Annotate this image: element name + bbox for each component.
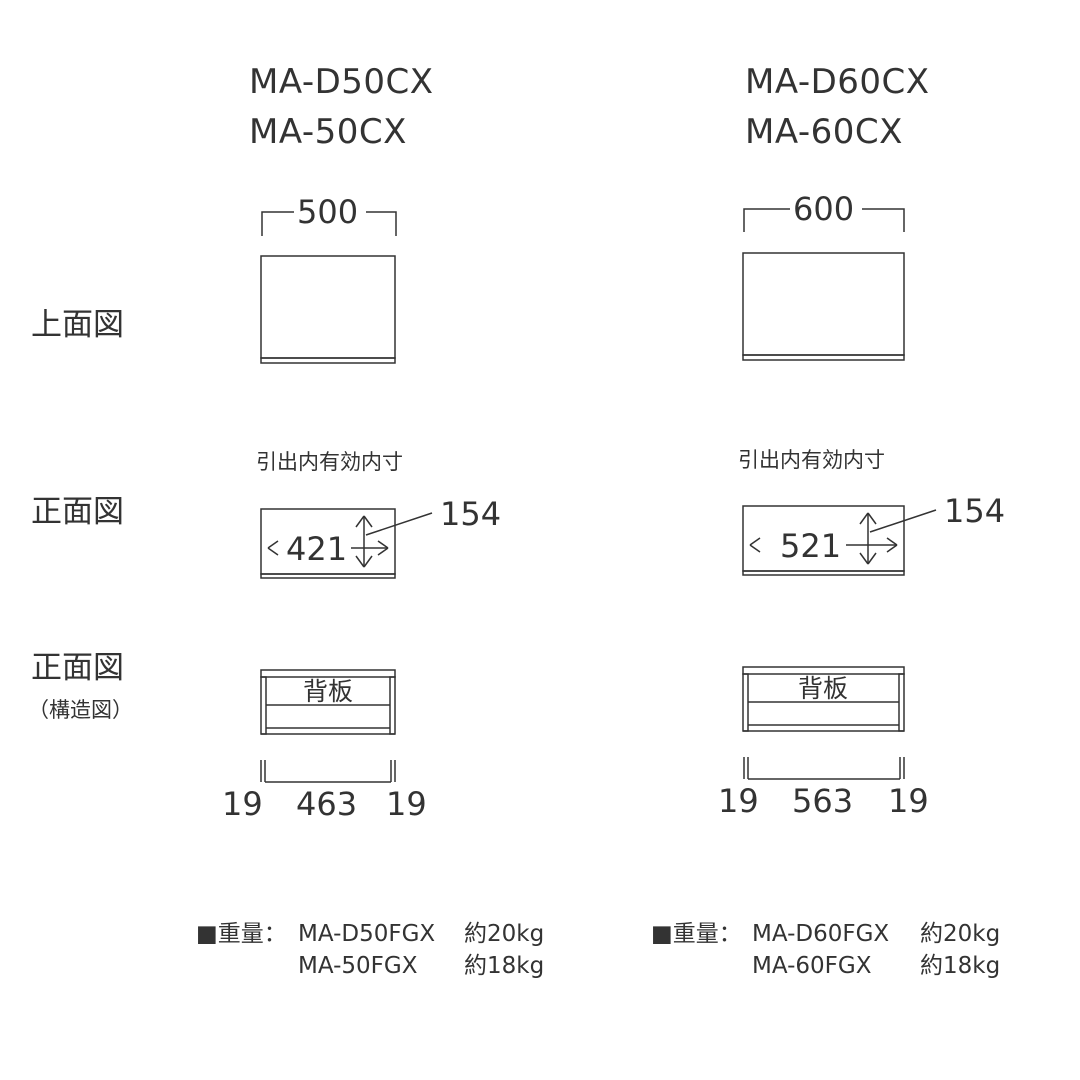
structure-drawing-right (742, 666, 905, 780)
top-view-drawing-left (260, 211, 397, 364)
drawer-note-right: 引出内有効内寸 (738, 448, 885, 472)
model-name-right-1: MA-D60CX (745, 62, 930, 102)
weight-label-right: ■重量： (651, 921, 742, 947)
model-name-left-2: MA-50CX (249, 112, 407, 152)
front-view-label: 正面図 (31, 494, 124, 530)
weight-value-left-1: 約20kg (464, 921, 545, 947)
top-view-label: 上面図 (31, 307, 124, 343)
side-left-left: 19 (222, 785, 263, 823)
weight-model-right-2: MA-60FGX (752, 953, 872, 979)
structure-view-sublabel: （構造図） (28, 698, 133, 722)
inner-span-right: 563 (792, 782, 854, 820)
drawer-note-left: 引出内有効内寸 (256, 450, 403, 474)
weight-model-left-1: MA-D50FGX (298, 921, 436, 947)
weight-label-left: ■重量： (196, 921, 287, 947)
inner-height-left: 154 (440, 495, 502, 533)
weight-model-left-2: MA-50FGX (298, 953, 418, 979)
weight-model-right-1: MA-D60FGX (752, 921, 890, 947)
weight-value-right-1: 約20kg (920, 921, 1001, 947)
inner-width-right: 521 (780, 527, 842, 565)
side-right-left: 19 (386, 785, 427, 823)
weight-value-right-2: 約18kg (920, 953, 1001, 979)
inner-width-left: 421 (286, 530, 348, 568)
inner-span-left: 463 (296, 785, 358, 823)
top-width-left: 500 (297, 193, 359, 231)
inner-height-right: 154 (944, 492, 1006, 530)
side-right-right: 19 (888, 782, 929, 820)
top-view-drawing-right (742, 208, 905, 361)
weight-value-left-2: 約18kg (464, 953, 545, 979)
front-view-drawing-left (260, 508, 433, 579)
side-left-right: 19 (718, 782, 759, 820)
back-panel-left: 背板 (303, 677, 354, 706)
back-panel-right: 背板 (798, 674, 849, 703)
structure-view-label: 正面図 (31, 650, 124, 686)
model-name-right-2: MA-60CX (745, 112, 903, 152)
structure-drawing-left (260, 669, 396, 783)
top-width-right: 600 (793, 190, 855, 228)
model-name-left-1: MA-D50CX (249, 62, 434, 102)
front-view-drawing-right (742, 505, 937, 576)
